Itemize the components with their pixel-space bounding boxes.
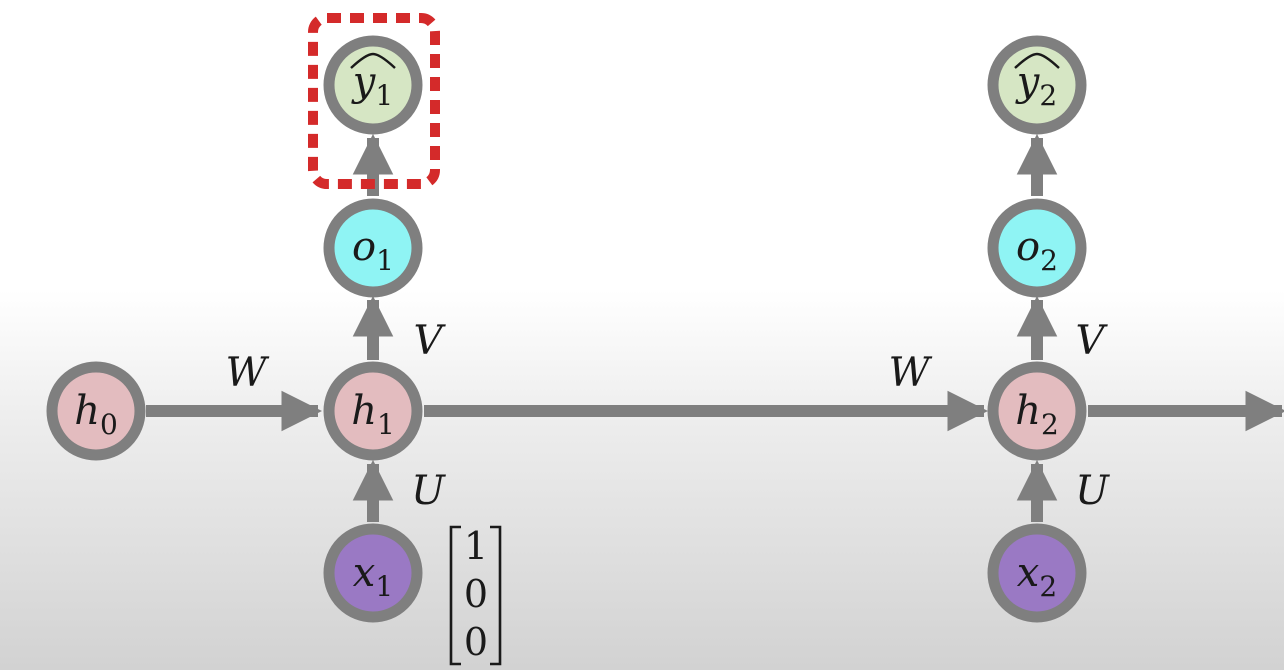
edge-label-w1: W bbox=[225, 350, 269, 396]
y2-hat-icon bbox=[1014, 52, 1060, 69]
edge-label-u2: U bbox=[1075, 468, 1110, 514]
node-h2-base: h bbox=[1015, 388, 1041, 434]
node-h0-label: h0 bbox=[74, 388, 118, 441]
node-o1-sub: 1 bbox=[376, 244, 394, 277]
edge-label-w2: W bbox=[888, 350, 932, 396]
node-y1-label: y1 bbox=[351, 59, 393, 112]
node-y1-sub: 1 bbox=[375, 79, 393, 112]
node-x1-label: x1 bbox=[353, 550, 393, 603]
highlight-box-y1 bbox=[308, 13, 440, 189]
node-h1-base: h bbox=[351, 388, 377, 434]
edges bbox=[146, 133, 1284, 522]
node-o1-circle bbox=[323, 198, 423, 298]
vector-right-bracket bbox=[490, 525, 502, 666]
node-x1-base: x bbox=[353, 550, 376, 596]
y1-hat-icon bbox=[350, 52, 396, 69]
node-o2-circle bbox=[987, 198, 1087, 298]
node-h1-label: h1 bbox=[351, 388, 395, 441]
edge-label-u1: U bbox=[411, 468, 446, 514]
node-o1-base: o bbox=[352, 224, 376, 270]
vector-entry-3: 0 bbox=[464, 620, 488, 664]
vector-entry-2: 0 bbox=[464, 572, 488, 616]
node-h0-sub: 0 bbox=[100, 408, 118, 441]
node-o2-sub: 2 bbox=[1040, 244, 1058, 277]
node-h0-base: h bbox=[74, 388, 100, 434]
node-h1-sub: 1 bbox=[377, 408, 395, 441]
node-x1-circle bbox=[323, 523, 423, 623]
vector-entry-1: 1 bbox=[464, 524, 488, 568]
node-x2-base: x bbox=[1017, 550, 1040, 596]
node-h2-label: h2 bbox=[1015, 388, 1059, 441]
node-o2-label: o2 bbox=[1016, 224, 1058, 277]
node-o1-label: o1 bbox=[352, 224, 394, 277]
node-y2-label: y2 bbox=[1015, 59, 1057, 112]
edge-label-v1: V bbox=[414, 318, 447, 364]
input-vector-x1: 1 0 0 bbox=[449, 524, 502, 666]
node-h2-sub: 2 bbox=[1041, 408, 1059, 441]
node-o2-base: o bbox=[1016, 224, 1040, 270]
node-y1-circle bbox=[323, 35, 423, 135]
node-y2-sub: 2 bbox=[1039, 79, 1057, 112]
node-x2-label: x2 bbox=[1017, 550, 1057, 603]
node-h1-circle bbox=[323, 361, 423, 461]
edge-label-v2: V bbox=[1076, 318, 1109, 364]
node-h2-circle bbox=[987, 361, 1087, 461]
node-y2-base: y bbox=[1015, 59, 1041, 105]
node-h0-circle bbox=[46, 361, 146, 461]
node-y2-circle bbox=[987, 35, 1087, 135]
node-x2-circle bbox=[987, 523, 1087, 623]
vector-left-bracket bbox=[449, 525, 461, 666]
node-x1-sub: 1 bbox=[375, 570, 393, 603]
node-y1-base: y bbox=[351, 59, 377, 105]
node-x2-sub: 2 bbox=[1039, 570, 1057, 603]
